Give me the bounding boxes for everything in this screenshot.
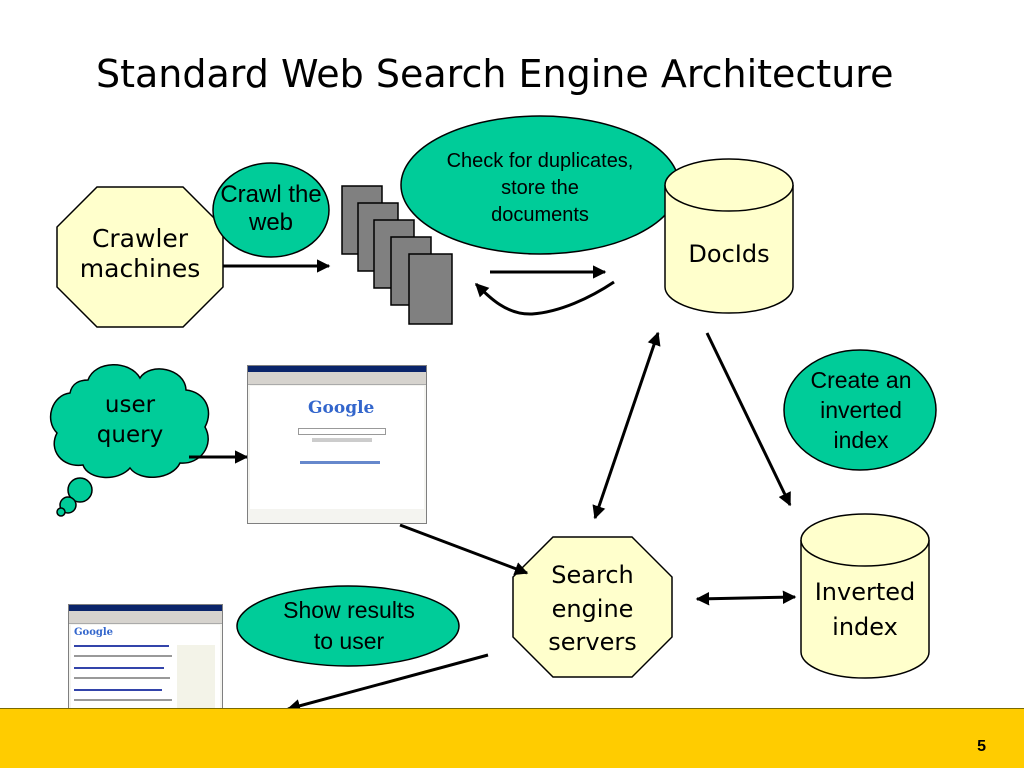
docids-search-servers-arrow [592, 331, 661, 520]
crawl-the-web-label: Crawl the web [220, 181, 322, 236]
search-buttons [312, 438, 372, 442]
result-line [74, 655, 172, 657]
create-index-label: Create an inverted index [810, 367, 912, 453]
google-logo: Google [308, 398, 375, 418]
search-page-screenshot: Google [247, 365, 427, 524]
page-links [300, 461, 380, 464]
show-results-label: Show results to user [283, 597, 415, 655]
browser-toolbar [69, 611, 222, 624]
footer-band: 5 [0, 708, 1024, 768]
user-query-label: user query [96, 392, 164, 448]
user-query-cloud [49, 364, 210, 517]
check-duplicates-label: Check for duplicates, store the document… [446, 150, 634, 226]
inverted-index-cylinder [800, 513, 930, 679]
window-title-bar [69, 605, 222, 611]
result-line [74, 645, 169, 647]
docids-to-inverted-index-arrow [705, 332, 792, 507]
sponsored-links [177, 645, 215, 715]
result-line [74, 667, 164, 669]
search-page-to-servers-arrow [399, 523, 529, 576]
show-results-bubble [236, 585, 460, 667]
window-title-bar [248, 366, 426, 372]
architecture-diagram [49, 115, 937, 708]
search-servers-label: Search engine servers [548, 561, 637, 657]
docids-label: DocIds [688, 240, 770, 268]
docids-cylinder [664, 158, 794, 314]
slide-title: Standard Web Search Engine Architecture [96, 52, 894, 96]
inverted-index-label: Inverted index [814, 578, 916, 641]
crawler-label: Crawler machines [79, 224, 201, 283]
create-index-bubble [783, 349, 937, 471]
servers-inverted-index-arrow [695, 590, 797, 606]
docids-to-pages-curved-arrow [474, 280, 615, 316]
crawl-the-web-bubble [212, 162, 330, 258]
result-line [74, 689, 162, 691]
browser-toolbar [248, 372, 426, 385]
page-number: 5 [977, 738, 986, 755]
google-logo: Google [74, 627, 114, 638]
crawler-octagon [56, 186, 224, 328]
document-page-5 [408, 253, 453, 325]
result-line [74, 677, 170, 679]
crawled-pages-stack [341, 185, 453, 325]
servers-to-results-arrow [286, 653, 489, 708]
search-page-canvas: Google [250, 386, 424, 509]
search-servers-octagon [512, 536, 673, 678]
result-line [74, 699, 172, 701]
search-box [298, 428, 386, 435]
